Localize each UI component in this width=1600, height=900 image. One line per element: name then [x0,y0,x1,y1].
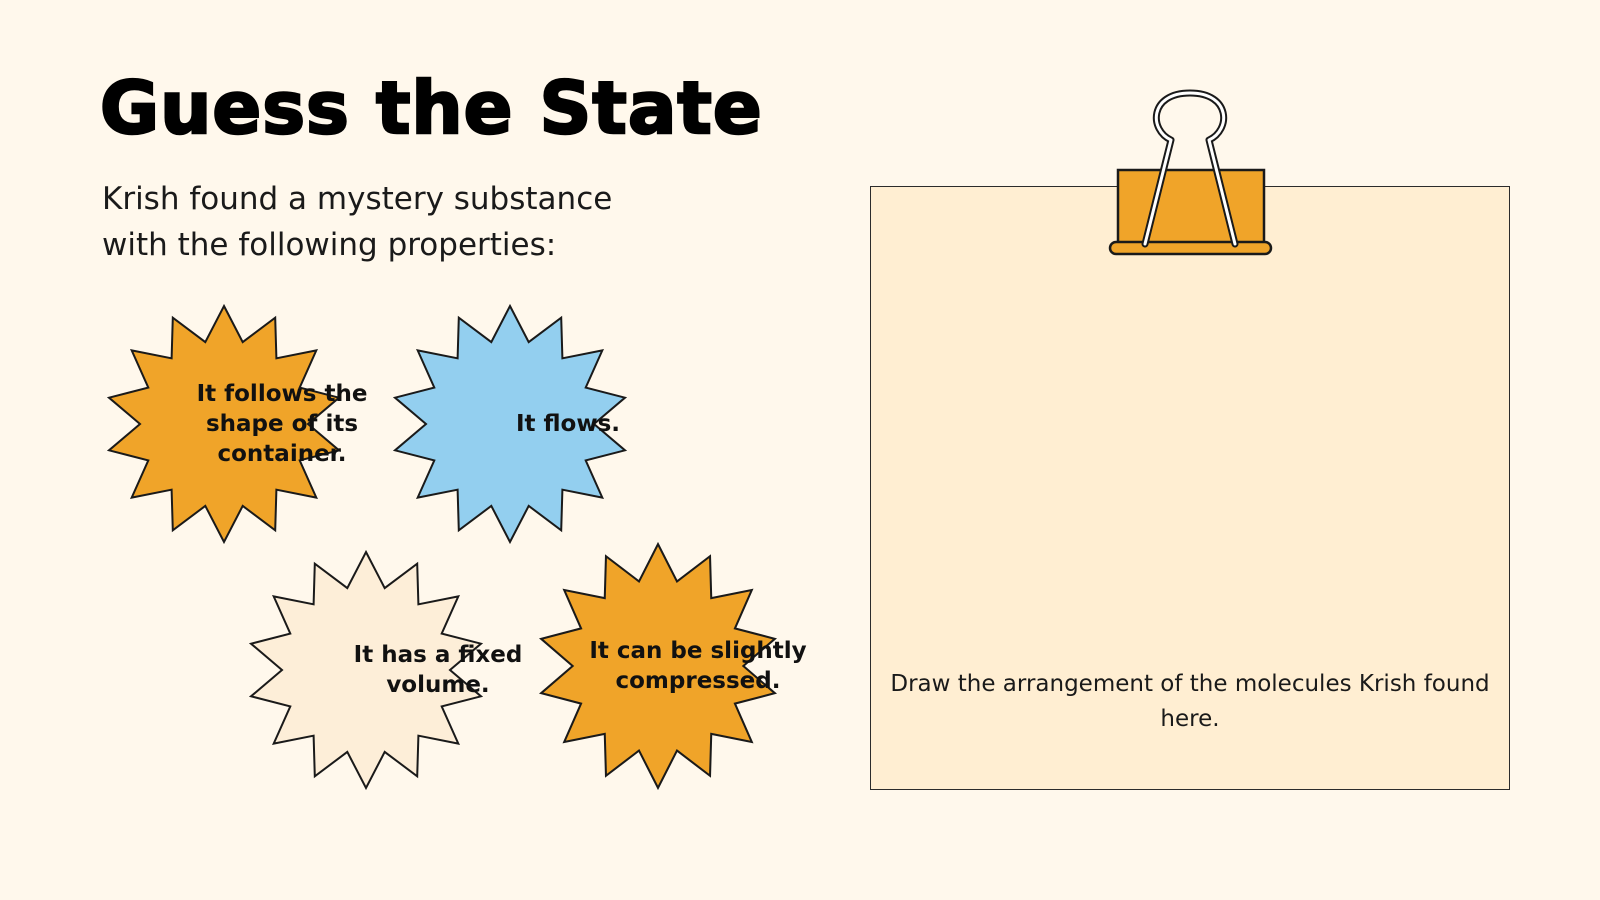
property-text: It has a fixed volume. [353,642,523,698]
drawing-instructions: Draw the arrangement of the molecules Kr… [890,671,1490,732]
page-title: Guess the State [99,66,763,150]
binder-clip-icon [1108,89,1273,256]
starburst-shape [538,541,778,791]
starburst-shape [392,303,628,545]
intro-text: Krish found a mystery substance with the… [102,181,613,263]
starburst-icon [538,541,778,791]
property-badge-compressed: It can be slightly compressed. [532,540,807,792]
property-badge-shape: It follows the shape of its container. [100,302,367,546]
starburst-icon [392,303,628,545]
property-text: It flows. [515,411,621,437]
property-text: It follows the shape of its container. [196,381,368,467]
starburst-shape [248,549,484,791]
drawing-area[interactable]: Draw the arrangement of the molecules Kr… [870,186,1510,790]
starburst-icon [248,549,484,791]
property-badge-flows: It flows. [386,302,634,546]
property-text: It can be slightly compressed. [589,638,807,694]
starburst-icon [106,303,342,545]
starburst-shape [106,303,342,545]
property-badge-volume: It has a fixed volume. [242,548,522,792]
